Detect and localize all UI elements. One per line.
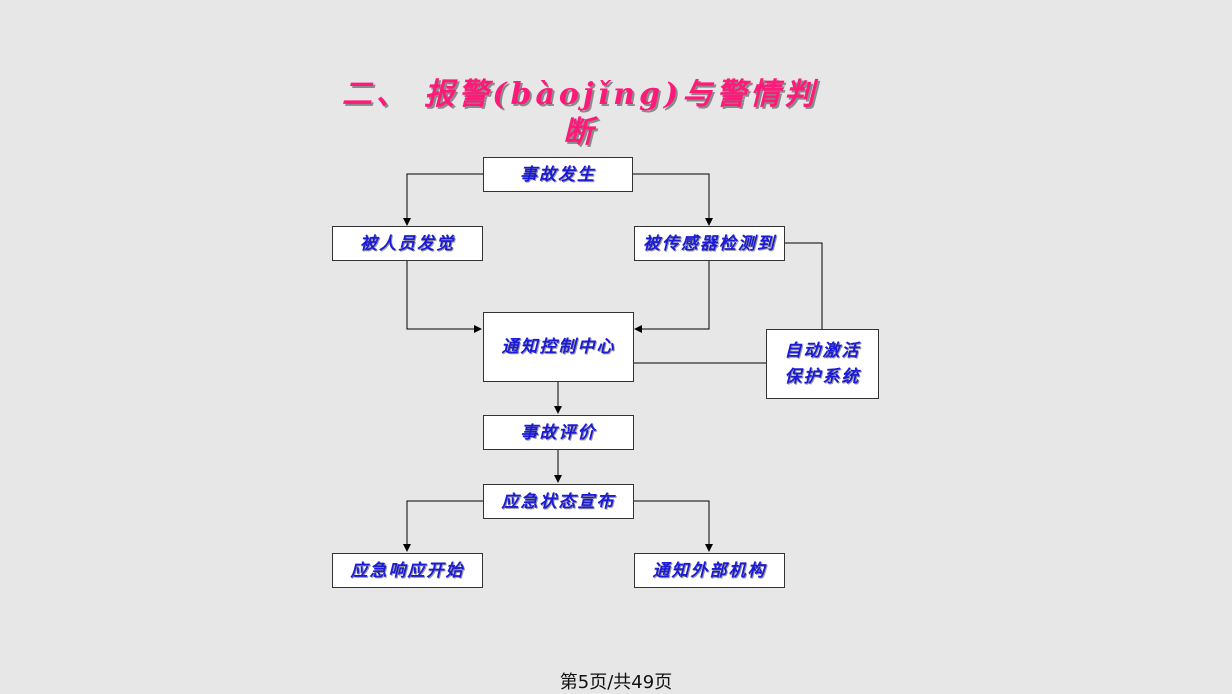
- connector-human-control: [406, 261, 482, 333]
- node-response-start: 应急响应开始: [332, 553, 483, 588]
- node-auto-protection-line2: 保护系统: [784, 367, 861, 387]
- node-emergency-declared: 应急状态宣布: [483, 484, 634, 519]
- connector-accident-sensor: [633, 173, 713, 226]
- node-detected-by-personnel: 被人员发觉: [332, 226, 483, 261]
- node-notify-control-center: 通知控制中心: [483, 312, 634, 382]
- connector-sensor-control: [634, 261, 710, 333]
- connector-declare-notify: [633, 500, 713, 552]
- node-auto-protection-line1: 自动激活: [784, 341, 861, 361]
- node-accident-occurs: 事故发生: [483, 157, 633, 192]
- connector-sensor-auto: [784, 242, 823, 329]
- node-notify-external: 通知外部机构: [634, 553, 785, 588]
- node-detected-by-sensor: 被传感器检测到: [634, 226, 785, 261]
- connector-declare-response: [403, 500, 483, 552]
- node-auto-protection: 自动激活 保护系统: [766, 329, 879, 399]
- connector-accident-human: [403, 173, 483, 226]
- node-accident-evaluation: 事故评价: [483, 415, 634, 450]
- page-indicator: 第5页/共49页: [559, 672, 673, 693]
- slide-title: 二、 报警(bàojǐng)与警情判断: [341, 77, 819, 150]
